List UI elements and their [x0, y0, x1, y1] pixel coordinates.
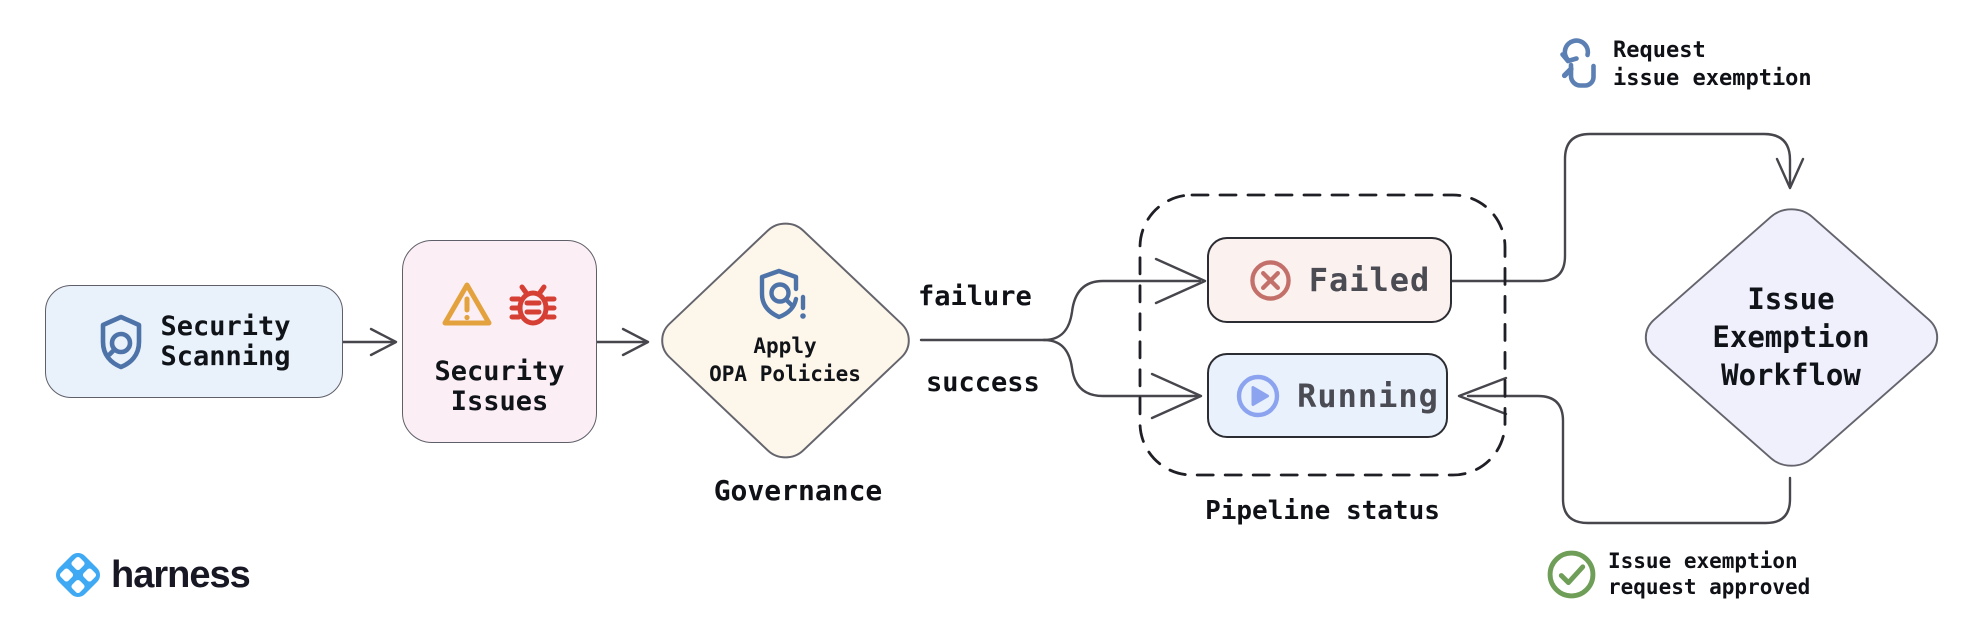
bug-icon [509, 284, 557, 325]
tap-request-icon [1560, 38, 1596, 88]
opa-line1: Apply [753, 333, 817, 358]
arrowhead-issues [369, 327, 398, 357]
exemption-line3: Workflow [1721, 358, 1861, 392]
approved-line1: Issue exemption [1608, 549, 1798, 573]
security-issues-line1: Security [434, 355, 565, 387]
pipeline-status-caption: Pipeline status [1205, 496, 1440, 526]
harness-wordmark: harness [111, 553, 251, 596]
edge-exemption-to-running [1466, 394, 1792, 525]
policy-shield-alert-icon [759, 268, 806, 319]
security-issues-label: Security Issues [434, 355, 565, 417]
arrowhead-running [1150, 372, 1203, 420]
harness-logo: harness [52, 549, 251, 601]
check-circle-icon [1547, 550, 1596, 598]
exemption-diamond-content: Issue Exemption Workflow [1712, 280, 1869, 394]
request-exemption-text: Request issue exemption [1613, 37, 1812, 93]
security-scanning-line1: Security [160, 310, 291, 342]
opa-diamond-content: Apply OPA Policies [709, 267, 861, 388]
request-line1: Request [1613, 38, 1706, 63]
approved-line2: request approved [1608, 575, 1811, 599]
play-circle-icon [1236, 374, 1280, 417]
node-running: Running [1207, 353, 1448, 438]
x-circle-icon [1249, 259, 1291, 301]
pipeline-status-container [1138, 193, 1507, 477]
node-security-issues: Security Issues [402, 240, 597, 443]
edge-failed-to-exemption [1450, 132, 1792, 283]
edge-failure-branch [1042, 279, 1202, 342]
warning-triangle-icon [442, 282, 492, 325]
arrowhead-opa [621, 327, 650, 357]
security-issues-line2: Issues [450, 385, 549, 417]
arrowhead-failed [1154, 257, 1207, 305]
arrowhead-exemption [1775, 157, 1805, 190]
failed-label: Failed [1308, 261, 1431, 299]
governance-caption: Governance [713, 474, 883, 507]
annotation-exemption-approved: Issue exemption request approved [1546, 548, 1810, 600]
request-line2: issue exemption [1613, 66, 1812, 91]
exemption-line2: Exemption [1712, 320, 1870, 354]
edge-success-branch [1042, 338, 1200, 398]
exemption-approved-text: Issue exemption request approved [1608, 548, 1810, 600]
arrowhead-running-return [1457, 376, 1508, 416]
opa-label: Apply OPA Policies [709, 332, 861, 388]
annotation-request-exemption: Request issue exemption [1556, 36, 1812, 94]
edge-label-success: success [926, 367, 1040, 398]
node-apply-opa-policies: Apply OPA Policies [649, 211, 921, 469]
shield-search-icon [101, 314, 142, 369]
harness-logo-icon [55, 552, 101, 598]
exemption-line1: Issue [1747, 282, 1835, 316]
node-issue-exemption-workflow: Issue Exemption Workflow [1631, 196, 1951, 478]
security-scanning-label: Security Scanning [160, 310, 291, 372]
exemption-label: Issue Exemption Workflow [1712, 280, 1869, 394]
security-scanning-line2: Scanning [160, 340, 291, 372]
node-failed: Failed [1207, 237, 1452, 323]
opa-line2: OPA Policies [709, 361, 861, 386]
running-label: Running [1297, 376, 1439, 415]
node-security-scanning: Security Scanning [45, 285, 343, 398]
security-issues-icons [440, 275, 559, 333]
edge-label-failure: failure [918, 281, 1032, 312]
